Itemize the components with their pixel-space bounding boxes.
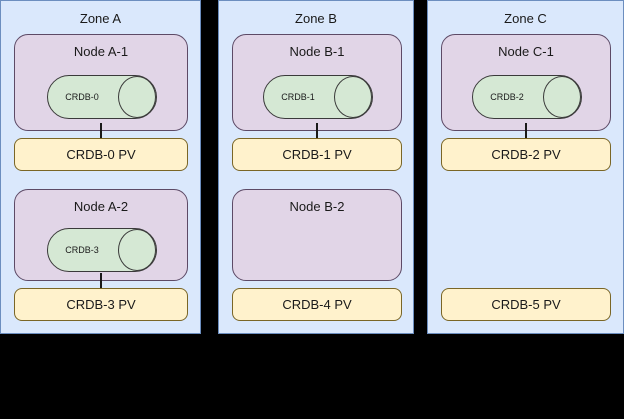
database-cylinder-crdb-0: CRDB-0: [47, 75, 157, 119]
zone-a-title: Zone A: [79, 11, 122, 26]
cylinder-cap: [118, 229, 156, 271]
database-label: CRDB-0: [65, 92, 99, 102]
connector-node-b-1-to-crdb-1-pv: [316, 123, 318, 140]
node-c-1-title: Node C-1: [498, 44, 554, 59]
pv-crdb-3: CRDB-3 PV: [14, 288, 188, 321]
node-a-2: Node A-2 CRDB-3: [14, 189, 188, 281]
cylinder-cap: [334, 76, 372, 118]
zone-b: Zone B Node B-1 CRDB-1 CRDB-1 PV Node B-…: [218, 0, 414, 334]
database-label: CRDB-3: [65, 245, 99, 255]
pv-crdb-2: CRDB-2 PV: [441, 138, 611, 171]
pv-crdb-1: CRDB-1 PV: [232, 138, 402, 171]
database-cylinder-crdb-1: CRDB-1: [263, 75, 373, 119]
node-b-1: Node B-1 CRDB-1: [232, 34, 402, 131]
pv-crdb-4: CRDB-4 PV: [232, 288, 402, 321]
node-c-1: Node C-1 CRDB-2: [441, 34, 611, 131]
database-cylinder-crdb-2: CRDB-2: [472, 75, 582, 119]
connector-node-a-2-to-crdb-3-pv: [100, 273, 102, 290]
zone-a: Zone A Node A-1 CRDB-0 CRDB-0 PV Node A-…: [0, 0, 201, 334]
database-label: CRDB-1: [281, 92, 315, 102]
cylinder-cap: [543, 76, 581, 118]
cylinder-cap: [118, 76, 156, 118]
zone-b-title: Zone B: [295, 11, 337, 26]
node-a-1: Node A-1 CRDB-0: [14, 34, 188, 131]
node-b-2-title: Node B-2: [289, 199, 345, 214]
connector-node-c-1-to-crdb-2-pv: [525, 123, 527, 140]
connector-node-a-1-to-crdb-0-pv: [100, 123, 102, 140]
node-b-1-title: Node B-1: [289, 44, 345, 59]
node-a-1-title: Node A-1: [73, 44, 129, 59]
pv-crdb-0: CRDB-0 PV: [14, 138, 188, 171]
pv-crdb-5: CRDB-5 PV: [441, 288, 611, 321]
zone-c: Zone C Node C-1 CRDB-2 CRDB-2 PV CRDB-5 …: [427, 0, 624, 334]
node-b-2: Node B-2: [232, 189, 402, 281]
database-cylinder-crdb-3: CRDB-3: [47, 228, 157, 272]
database-label: CRDB-2: [490, 92, 524, 102]
zone-c-title: Zone C: [504, 11, 547, 26]
node-a-2-title: Node A-2: [73, 199, 129, 214]
